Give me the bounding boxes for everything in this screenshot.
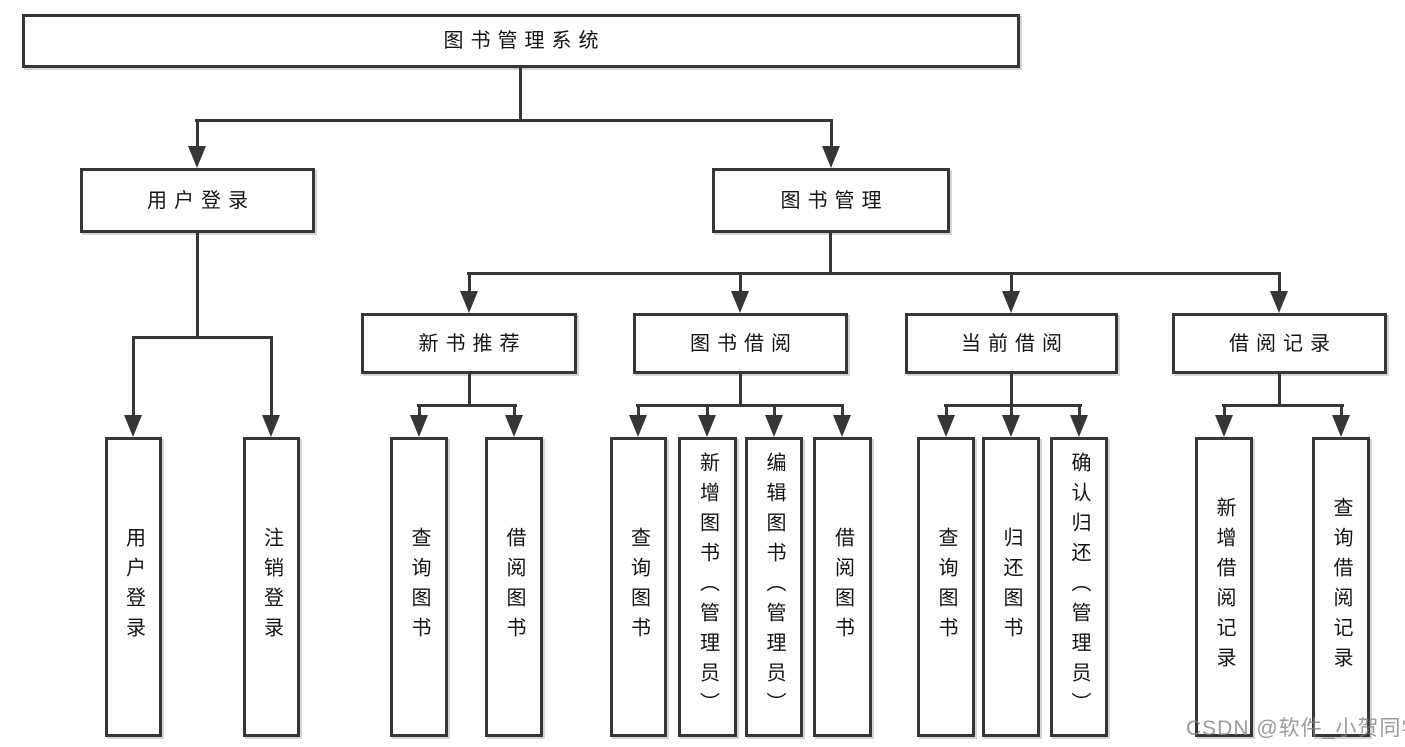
node-book-management: 图书管理 — [712, 168, 950, 233]
connector-line — [1009, 272, 1013, 291]
connector-line — [705, 404, 709, 415]
connector-line — [738, 272, 742, 291]
connector-line — [269, 336, 273, 415]
arrow-down-icon — [1002, 291, 1020, 313]
arrow-down-icon — [262, 415, 280, 437]
csdn-watermark: CSDN @软件_小贺同学 — [1186, 717, 1405, 740]
node-query-books-recommend: 查询图书 — [390, 437, 448, 737]
node-user-login: 用户登录 — [80, 168, 315, 233]
node-query-books-borrowing: 查询图书 — [610, 437, 667, 737]
node-add-books-admin: 新增图书（管理员） — [678, 437, 737, 737]
arrow-down-icon — [937, 415, 955, 437]
connector-line — [840, 404, 844, 415]
connector-line — [1222, 404, 1344, 407]
node-book-borrowing: 图书借阅 — [633, 313, 848, 374]
connector-line — [417, 404, 421, 415]
connector-line — [195, 119, 832, 122]
connector-line — [1277, 372, 1281, 407]
arrow-down-icon — [833, 415, 851, 437]
arrow-down-icon — [629, 415, 647, 437]
arrow-down-icon — [822, 146, 840, 168]
connector-line — [636, 404, 640, 415]
connector-line — [512, 404, 516, 415]
arrow-down-icon — [1332, 415, 1350, 437]
connector-line — [467, 272, 471, 291]
arrow-down-icon — [1215, 415, 1233, 437]
connector-line — [636, 404, 844, 407]
arrow-down-icon — [698, 415, 716, 437]
connector-line — [1009, 404, 1013, 415]
arrow-down-icon — [1002, 415, 1020, 437]
connector-line — [417, 404, 517, 407]
arrow-down-icon — [188, 146, 206, 168]
connector-line — [131, 336, 135, 415]
connector-line — [829, 119, 833, 146]
node-borrowing-records: 借阅记录 — [1172, 313, 1387, 374]
connector-line — [1277, 272, 1281, 291]
connector-line — [829, 231, 832, 275]
connector-line — [519, 68, 522, 120]
connector-line — [772, 404, 776, 415]
connector-line — [944, 404, 1082, 407]
arrow-down-icon — [124, 415, 142, 437]
node-add-borrow-record: 新增借阅记录 — [1195, 437, 1253, 737]
connector-line — [738, 372, 742, 407]
connector-line — [131, 336, 273, 339]
connector-line — [1339, 404, 1343, 415]
node-borrow-books-recommend: 借阅图书 — [485, 437, 543, 737]
connector-line — [1077, 404, 1081, 415]
node-library-management-system: 图书管理系统 — [22, 14, 1020, 68]
node-query-borrow-record: 查询借阅记录 — [1312, 437, 1370, 737]
node-return-books: 归还图书 — [982, 437, 1040, 737]
connector-line — [467, 372, 471, 407]
connector-line — [195, 231, 199, 339]
connector-line — [1222, 404, 1226, 415]
node-user-login-leaf: 用户登录 — [105, 437, 162, 737]
connector-line — [1009, 372, 1013, 407]
node-new-book-recommend: 新书推荐 — [361, 313, 577, 374]
connector-line — [944, 404, 948, 415]
node-current-borrowing: 当前借阅 — [905, 313, 1118, 374]
node-edit-books-admin: 编辑图书（管理员） — [745, 437, 803, 737]
arrow-down-icon — [505, 415, 523, 437]
node-logout: 注销登录 — [243, 437, 300, 737]
arrow-down-icon — [1070, 415, 1088, 437]
node-query-books-current: 查询图书 — [917, 437, 975, 737]
arrow-down-icon — [731, 291, 749, 313]
connector-line — [467, 272, 1280, 275]
node-confirm-return-admin: 确认归还（管理员） — [1050, 437, 1108, 737]
node-borrow-books-leaf: 借阅图书 — [813, 437, 872, 737]
arrow-down-icon — [460, 291, 478, 313]
connector-line — [195, 119, 199, 146]
arrow-down-icon — [410, 415, 428, 437]
arrow-down-icon — [1270, 291, 1288, 313]
arrow-down-icon — [765, 415, 783, 437]
